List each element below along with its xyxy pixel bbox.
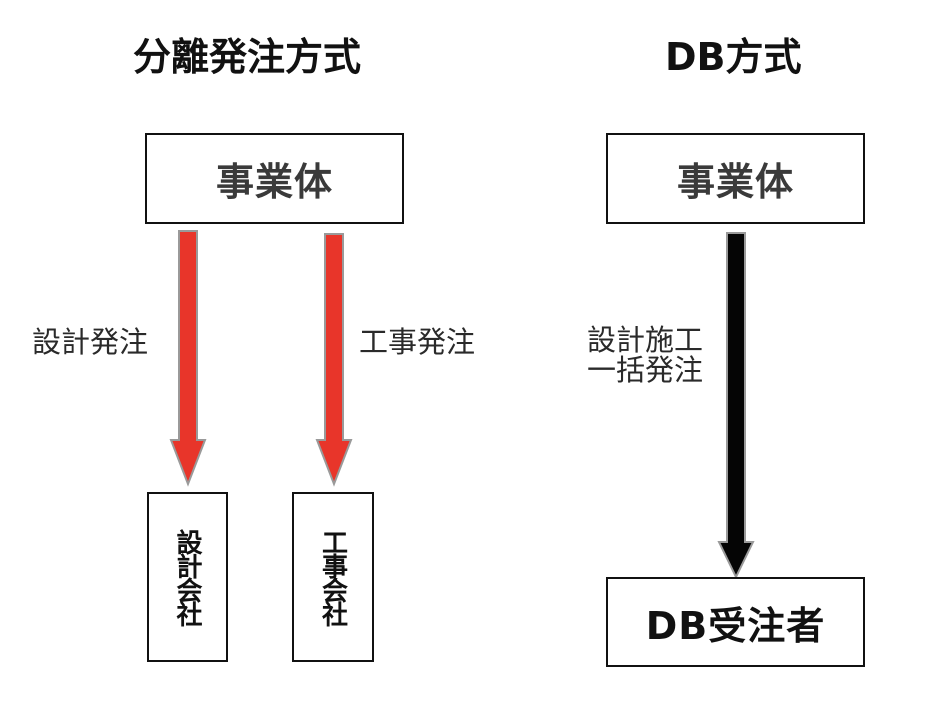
db-contractor-box: DB受注者: [606, 577, 865, 667]
right-client-box: 事業体: [606, 133, 865, 224]
db-method-heading: DB方式: [665, 35, 802, 79]
construction-firm-box: 工事会社: [292, 492, 374, 662]
separate-ordering-heading: 分離発注方式: [133, 35, 362, 79]
bundled-order-arrow: [717, 232, 755, 580]
right-client-label: 事業体: [676, 160, 794, 204]
left-client-box: 事業体: [145, 133, 404, 224]
bundled-order-label: 設計施工 一括発注: [587, 325, 703, 386]
bundled-order-label-line-1: 設計施工: [587, 323, 704, 357]
design-order-arrow: [169, 230, 207, 487]
bundled-order-label-line-2: 一括発注: [587, 353, 704, 388]
design-firm-box: 設計会社: [147, 492, 228, 662]
construction-order-arrow: [315, 233, 353, 487]
design-firm-label: 設計会社: [172, 529, 202, 625]
db-contractor-label: DB受注者: [645, 603, 826, 648]
design-order-label: 設計発注: [32, 325, 149, 359]
construction-order-label: 工事発注: [359, 325, 476, 359]
left-client-label: 事業体: [215, 160, 333, 204]
construction-firm-label: 工事会社: [317, 529, 348, 625]
